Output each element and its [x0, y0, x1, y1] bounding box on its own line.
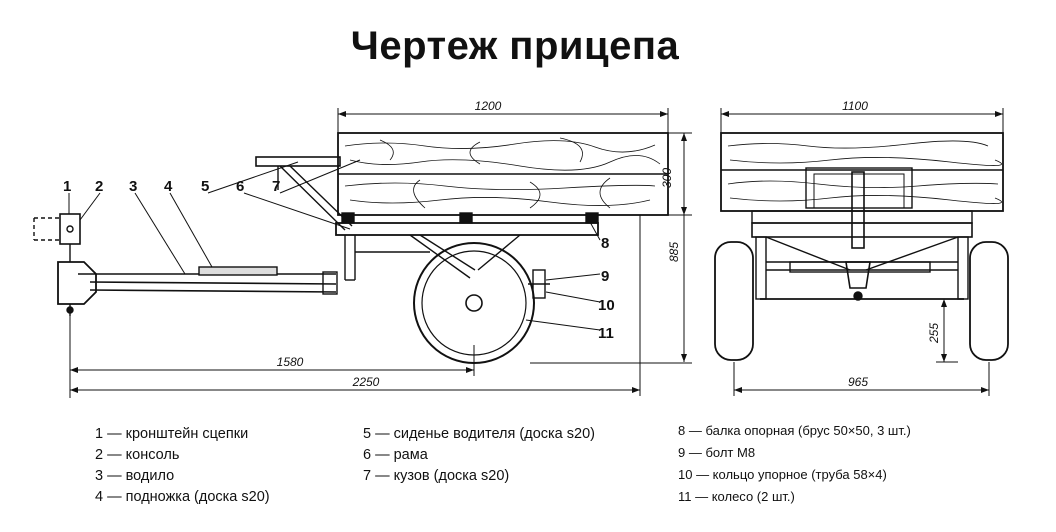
legend-column-1: 1 — кронштейн сцепки 2 — консоль 3 — вод…	[95, 424, 270, 508]
callout-11: 11	[598, 325, 614, 342]
callout-6: 6	[236, 178, 244, 195]
support-beam	[459, 212, 473, 224]
dim-side-total-length: 2250	[352, 375, 380, 389]
legend-item: 6 — рама	[363, 447, 428, 463]
dim-front-track-width: 965	[848, 375, 868, 389]
legend-item: 11 — колесо (2 шт.)	[678, 489, 795, 504]
legend-item: 8 — балка опорная (брус 50×50, 3 шт.)	[678, 423, 911, 438]
side-hitch	[33, 213, 97, 316]
legend-item: 1 — кронштейн сцепки	[95, 426, 249, 442]
callout-5: 5	[201, 178, 209, 195]
legend-column-3: 8 — балка опорная (брус 50×50, 3 шт.) 9 …	[678, 420, 911, 508]
dim-front-clearance: 255	[927, 323, 941, 344]
dim-side-body-height: 300	[660, 168, 674, 188]
front-frame	[751, 222, 973, 238]
front-body	[720, 132, 1004, 212]
callout-10: 10	[598, 297, 615, 314]
callout-9: 9	[601, 268, 609, 285]
front-wheel-left	[714, 241, 754, 361]
legend-item: 7 — кузов (доска s20)	[363, 468, 510, 484]
dim-side-drawbar-length: 1580	[277, 355, 304, 369]
legend-item: 9 — болт М8	[678, 445, 756, 460]
callout-1: 1	[63, 178, 71, 195]
front-view	[714, 108, 1009, 396]
side-view	[33, 108, 692, 398]
dim-side-total-height: 885	[667, 242, 681, 262]
front-wheel-right	[969, 241, 1009, 361]
legend-item: 5 — сиденье водителя (доска s20)	[363, 426, 595, 442]
page-title: Чертеж прицепа	[350, 24, 680, 68]
legend-item: 2 — консоль	[95, 447, 180, 463]
side-step	[198, 266, 278, 276]
legend-column-2: 5 — сиденье водителя (доска s20) 6 — рам…	[363, 424, 595, 487]
callout-3: 3	[129, 178, 137, 195]
dim-front-body-width: 1100	[842, 99, 868, 113]
legend-item: 3 — водило	[95, 468, 175, 484]
legend-item: 10 — кольцо упорное (труба 58×4)	[678, 467, 887, 482]
callout-2: 2	[95, 178, 103, 195]
callout-8: 8	[601, 235, 609, 252]
side-seat	[255, 156, 341, 167]
callout-7: 7	[272, 178, 280, 195]
support-beam	[585, 212, 599, 224]
side-frame	[335, 222, 599, 236]
side-body	[337, 132, 669, 216]
dim-side-body-length: 1200	[475, 99, 502, 113]
legend-item: 4 — подножка (доска s20)	[95, 489, 270, 505]
callout-4: 4	[164, 178, 173, 195]
